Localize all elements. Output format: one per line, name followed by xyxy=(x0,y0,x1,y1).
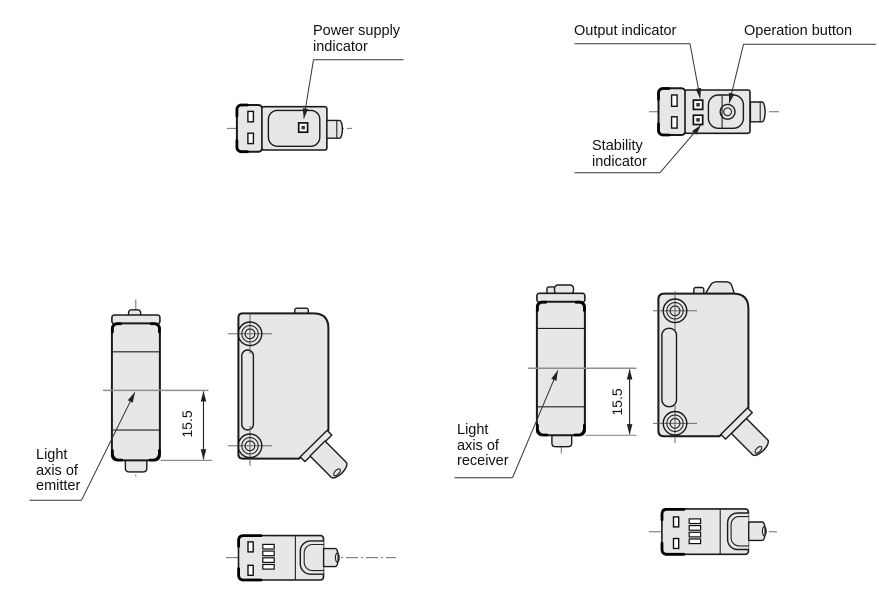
emitter-side-body xyxy=(237,312,330,460)
power-supply-indicator-label: Power supply indicator xyxy=(313,23,401,55)
emitter-side-groove xyxy=(241,349,255,431)
emitter-front-view xyxy=(29,299,212,501)
receiver-top-view xyxy=(574,43,876,174)
emitter-front-body xyxy=(110,322,161,462)
light-axis-of-receiver-label: Light axis of receiver xyxy=(457,422,509,469)
emitter-light-axis-dimension: 15.5 xyxy=(179,410,195,438)
mounting-hole-icon xyxy=(228,314,272,354)
receiver-side-groove xyxy=(661,327,678,408)
emitter-top-cable xyxy=(326,119,344,139)
receiver-bottom-view xyxy=(649,508,777,556)
emitter-side-view xyxy=(228,307,348,479)
receiver-top-cable xyxy=(749,101,766,123)
mounting-hole-icon xyxy=(653,403,697,444)
receiver-side-body xyxy=(657,292,750,438)
emitter-top-view xyxy=(227,59,404,154)
receiver-front-view xyxy=(454,284,637,479)
receiver-side-view xyxy=(653,281,769,457)
operation-button-label: Operation button xyxy=(744,23,853,39)
mounting-hole-icon xyxy=(228,426,272,466)
light-axis-of-emitter-label: Light axis of emitter xyxy=(36,447,81,494)
output-indicator-label: Output indicator xyxy=(574,23,677,39)
operation-button-circle xyxy=(719,103,736,120)
receiver-side-cable xyxy=(730,417,769,457)
receiver-top-body xyxy=(684,89,751,135)
emitter-side-cable xyxy=(309,440,348,479)
emitter-bottom-cable xyxy=(322,547,339,568)
receiver-light-axis-dimension: 15.5 xyxy=(609,388,625,416)
stability-indicator-label: Stability indicator xyxy=(592,138,647,170)
emitter-bottom-view xyxy=(226,534,396,582)
receiver-bottom-cable xyxy=(748,521,766,542)
mounting-hole-icon xyxy=(653,291,697,331)
